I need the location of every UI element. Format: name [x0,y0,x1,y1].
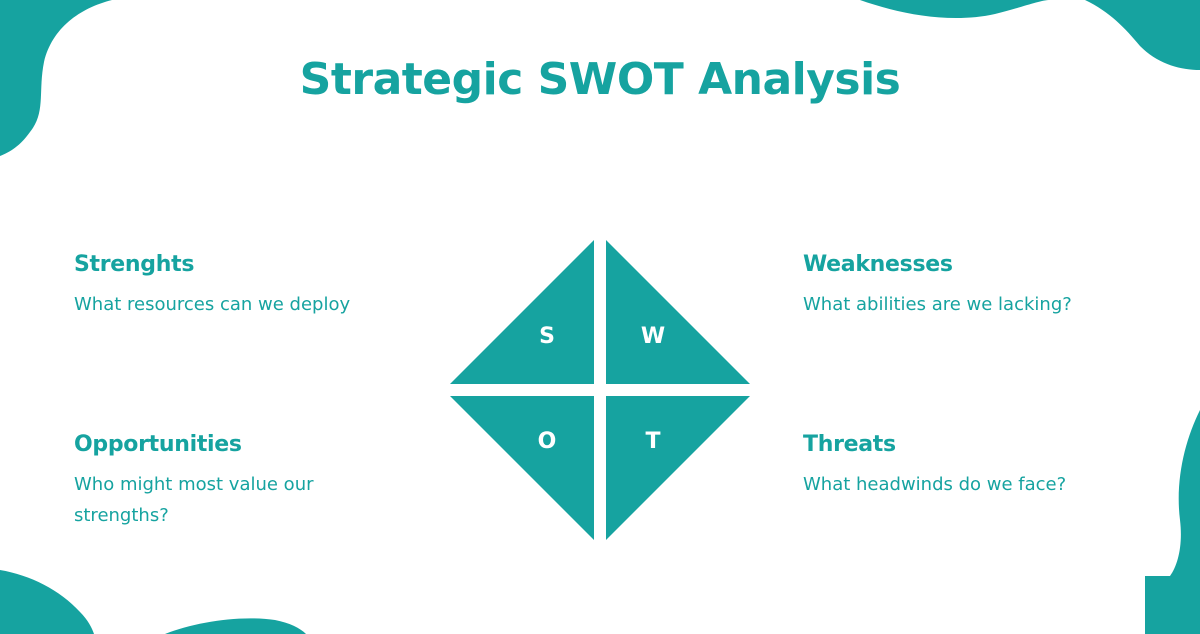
opportunities-triangle [450,396,594,540]
weaknesses-text: What abilities are we lacking? [803,294,1072,315]
letter-t: T [645,429,660,454]
bottom-left-blob [0,570,94,634]
strengths-text: What resources can we deploy [74,294,351,315]
strengths-heading: Strenghts [74,252,195,277]
opportunities-heading: Opportunities [74,432,242,457]
top-left-blob [0,0,112,156]
swot-diamond: S W O T [450,240,750,540]
page-title: Strategic SWOT Analysis [299,54,901,105]
opportunities-block: Opportunities Who might most value our s… [74,432,374,531]
right-edge-blob [1145,410,1200,634]
strengths-triangle [450,240,594,384]
letter-w: W [641,324,665,349]
bottom-center-blob [165,618,306,634]
strengths-block: Strenghts What resources can we deploy [74,252,464,320]
threats-text: What headwinds do we face? [803,474,1067,495]
top-right-blob [860,0,1050,19]
letter-o: O [538,429,557,454]
opportunities-text: Who might most value our strengths? [74,474,314,526]
weaknesses-block: Weaknesses What abilities are we lacking… [803,252,1193,320]
threats-triangle [606,396,750,540]
threats-heading: Threats [803,432,896,457]
weaknesses-triangle [606,240,750,384]
top-right-corner-blob [1085,0,1200,70]
weaknesses-heading: Weaknesses [803,252,953,277]
threats-block: Threats What headwinds do we face? [803,432,1193,500]
letter-s: S [539,324,555,349]
